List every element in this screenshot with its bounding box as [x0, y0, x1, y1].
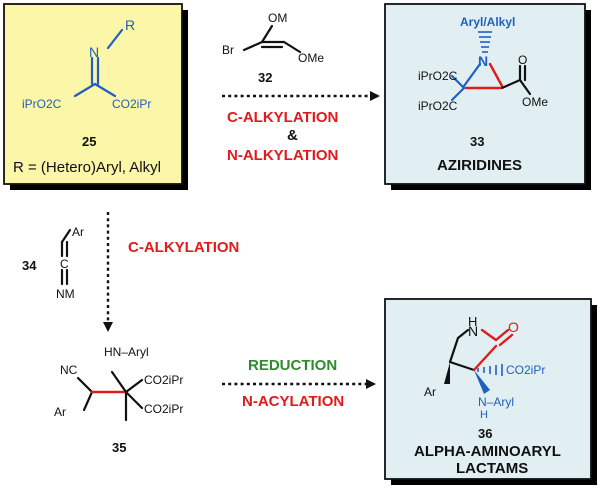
compound-36-nh-aryl: N–Aryl: [478, 395, 514, 409]
reagent-34-number: 34: [22, 258, 37, 273]
compound-36-class-line1: ALPHA-AMINOARYL: [414, 443, 561, 460]
compound-36-ar: Ar: [424, 385, 436, 399]
box-compound-33: [384, 3, 591, 190]
reagent-32-ome: OMe: [298, 51, 324, 65]
step-left-c-alkylation: C-ALKYLATION: [128, 239, 239, 256]
compound-33-o: O: [518, 53, 527, 67]
reagent-34-ar: Ar: [72, 225, 84, 239]
step-top-labels: C-ALKYLATION & N-ALKYLATION: [227, 109, 338, 164]
compound-33-aryl-alkyl: Aryl/Alkyl: [460, 15, 515, 29]
compound-35-ester-b: CO2iPr: [144, 402, 183, 416]
compound-35-number: 35: [112, 440, 126, 455]
reagent-34-nm: NM: [56, 287, 75, 301]
box-compound-25: [3, 3, 188, 190]
step-bottom-reduction: REDUCTION: [248, 357, 337, 374]
compound-36-n: N: [468, 323, 478, 339]
compound-35-ar: Ar: [54, 405, 66, 419]
compound-36-ester: CO2iPr: [506, 363, 545, 377]
compound-35-nc: NC: [60, 363, 78, 377]
compound-36-number: 36: [478, 426, 492, 441]
compound-33-n: N: [478, 53, 488, 69]
reagent-32-number: 32: [258, 70, 272, 85]
compound-25-r: R: [125, 17, 135, 33]
reagent-34-structure: Ar C NM 34: [22, 225, 84, 301]
compound-25-ester-right: CO2iPr: [112, 97, 151, 111]
compound-36-class-line2: LACTAMS: [456, 460, 528, 477]
compound-33-ester-b: iPrO2C: [418, 99, 458, 113]
step-top-n-alkylation: N-ALKYLATION: [227, 147, 338, 164]
compound-36-o: O: [508, 319, 519, 335]
compound-33-structure: Aryl/Alkyl N iPrO2C iPrO2C O OMe 33 AZIR…: [418, 15, 548, 174]
compound-25-n: N: [89, 44, 99, 60]
compound-33-number: 33: [470, 134, 484, 149]
compound-25-r-definition: R = (Hetero)Aryl, Alkyl: [13, 159, 161, 176]
compound-35-structure: NC HN–Aryl CO2iPr Ar CO2iPr 35: [54, 345, 183, 455]
compound-33-ester-a: iPrO2C: [418, 69, 458, 83]
step-top-amp: &: [287, 127, 298, 144]
compound-33-class-label: AZIRIDINES: [437, 157, 522, 174]
compound-25-number: 25: [82, 134, 96, 149]
reagent-32-om: OM: [268, 11, 287, 25]
compound-36-h-label: H: [480, 409, 488, 421]
compound-36-structure: H N O CO2iPr Ar N–Aryl H 36 ALPHA-AMINOA…: [414, 314, 561, 477]
compound-35-ester-a: CO2iPr: [144, 373, 183, 387]
step-bottom-n-acylation: N-ACYLATION: [242, 393, 344, 410]
compound-25-ester-left: iPrO2C: [22, 97, 62, 111]
compound-33-ome: OMe: [522, 95, 548, 109]
step-bottom-labels: REDUCTION N-ACYLATION: [242, 357, 344, 410]
reagent-32-br: Br: [222, 43, 234, 57]
compound-25-structure: R N iPrO2C CO2iPr 25 R = (Hetero)Aryl, A…: [13, 17, 161, 176]
compound-36-h: H: [468, 314, 477, 329]
step-top-c-alkylation: C-ALKYLATION: [227, 109, 338, 126]
reagent-32-structure: OM Br OMe 32: [222, 11, 324, 85]
reagent-34-c: C: [60, 257, 69, 271]
compound-35-hn-aryl: HN–Aryl: [104, 345, 149, 359]
